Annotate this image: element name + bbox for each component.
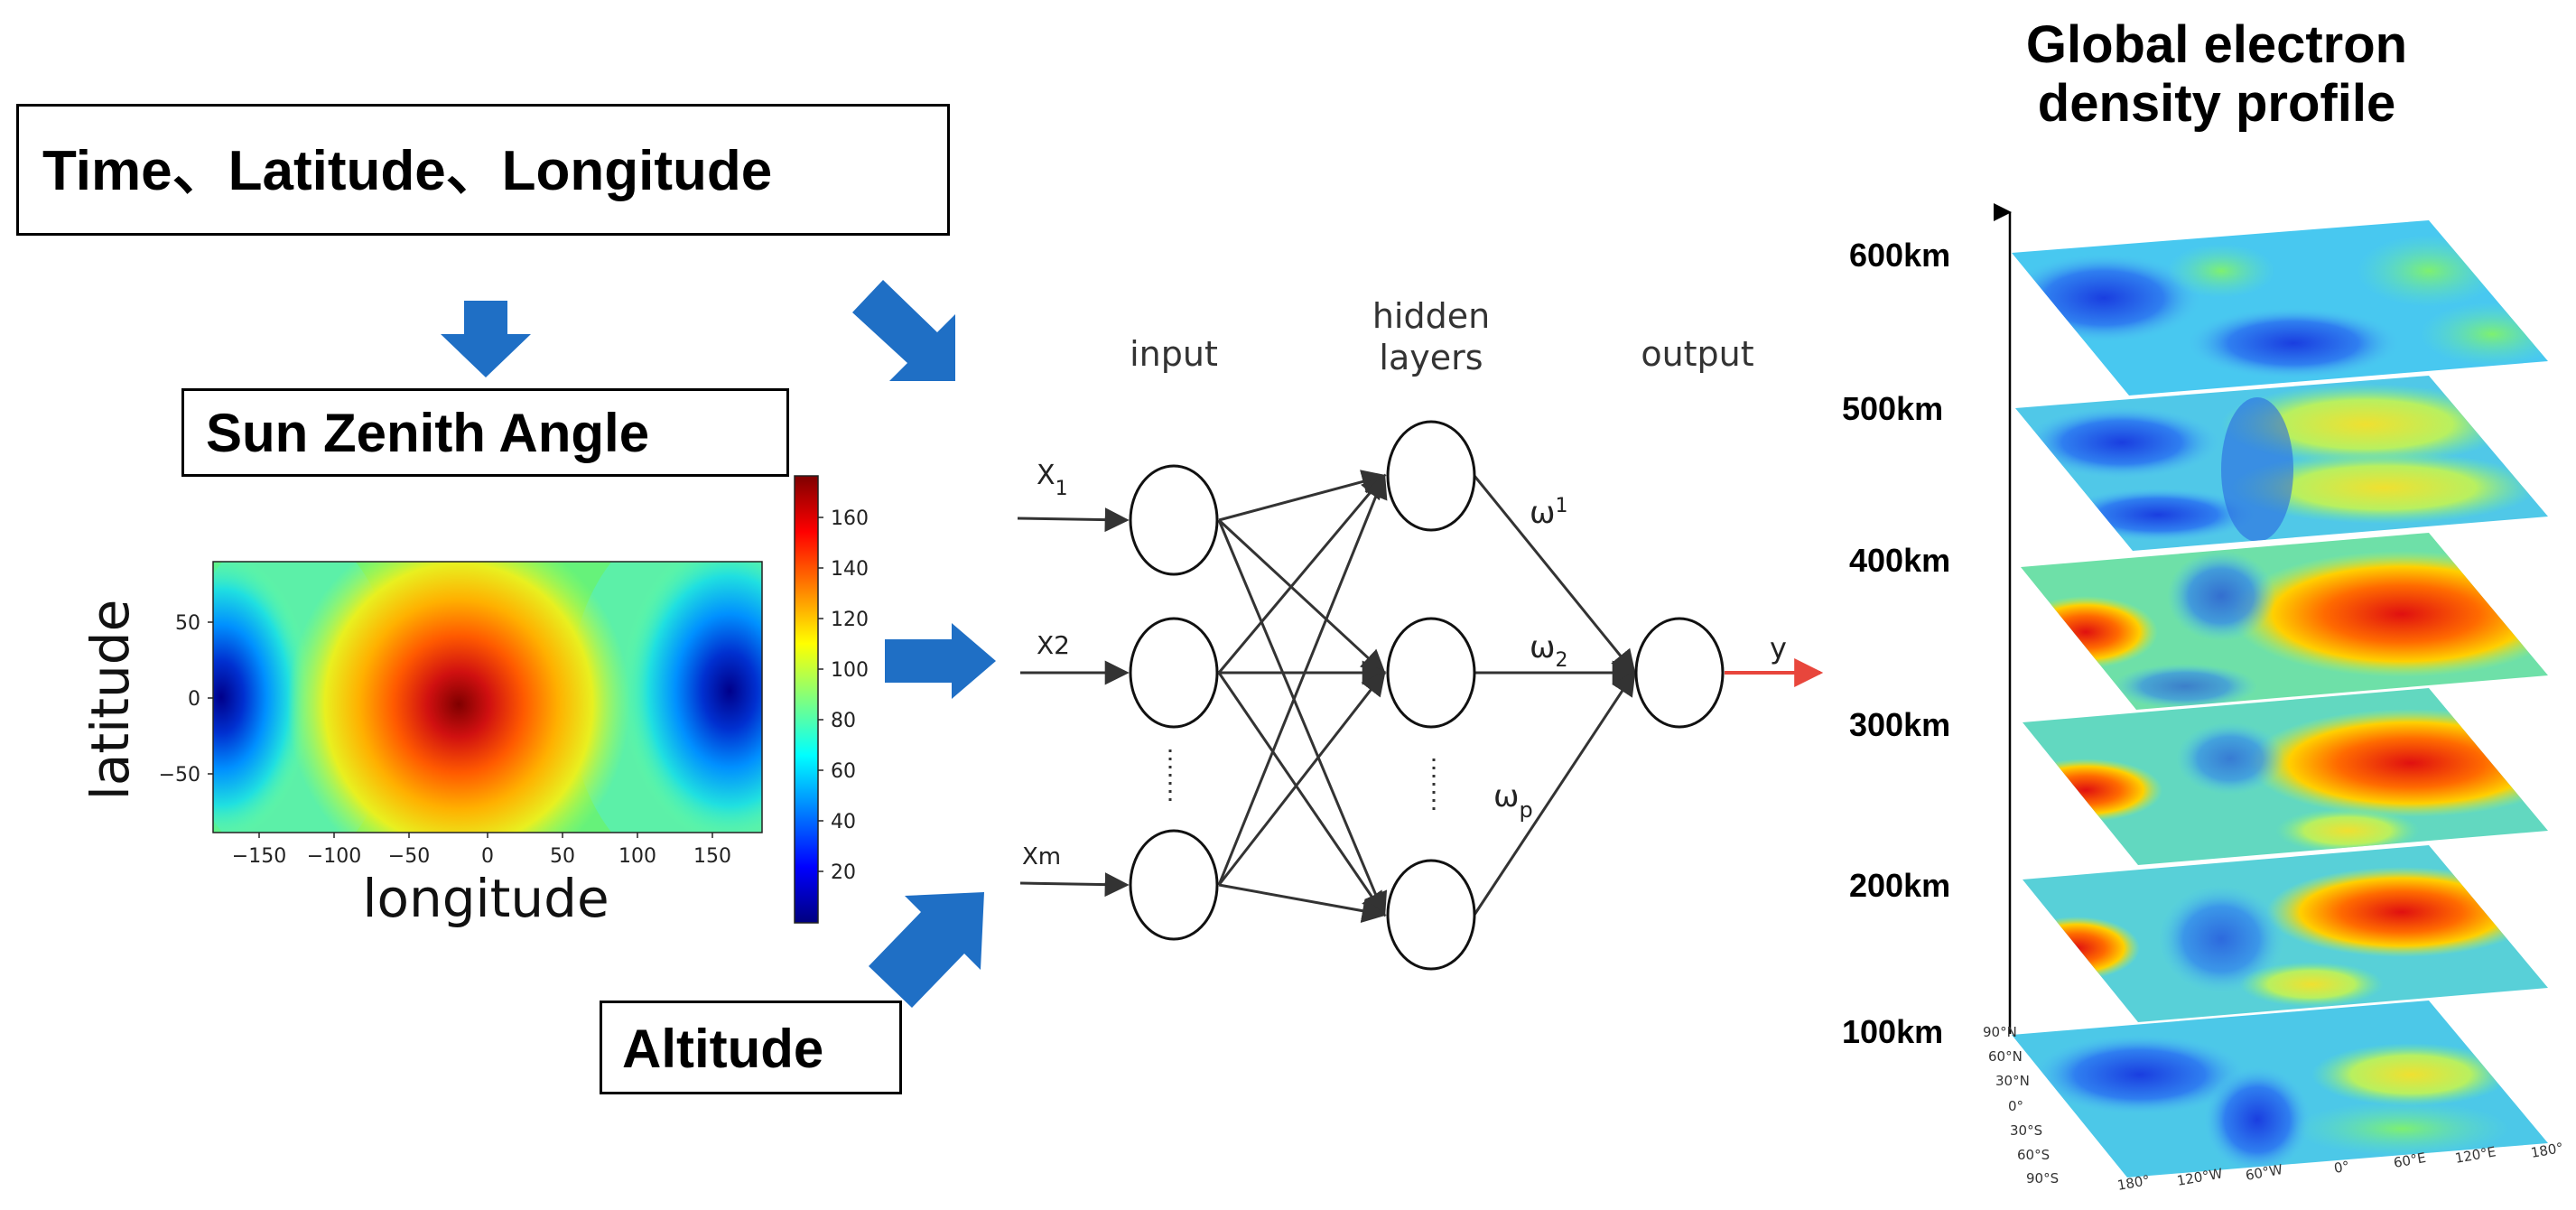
- flow-arrows: [441, 280, 996, 1008]
- colorbar-tick: 160: [831, 507, 869, 530]
- omegap-symbol: ωp: [1493, 778, 1533, 823]
- hidden-node-2: [1386, 617, 1476, 729]
- colorbar-tick: 120: [831, 609, 869, 631]
- altitude-label-400: 400km: [1849, 542, 1951, 579]
- altitude-label-600: 600km: [1849, 237, 1951, 274]
- colorbar-tick: 60: [831, 760, 856, 783]
- sza-heatmap: [213, 562, 762, 833]
- input-variables-label: Time、Latitude、Longitude: [42, 140, 773, 202]
- ellipsis-dots: [1168, 749, 1436, 813]
- sza-x-axis-label: longitude: [362, 868, 609, 929]
- density-layer-400: [2021, 533, 2548, 710]
- sun-zenith-angle-label: Sun Zenith Angle: [206, 403, 650, 463]
- sza-xtick: −50: [388, 845, 430, 868]
- omega1-symbol: ω1: [1530, 495, 1567, 531]
- lat-tick: 60°N: [1988, 1048, 2023, 1065]
- colorbar-tick: 20: [831, 861, 856, 884]
- x1-symbol: X1: [1037, 460, 1068, 500]
- density-layer-500: [2015, 376, 2548, 551]
- lon-tick: 0°: [2333, 1158, 2351, 1177]
- input-node-2: [1129, 617, 1219, 729]
- y-symbol: y: [1770, 631, 1787, 666]
- down-arrow: [441, 301, 531, 377]
- x2-symbol: X2: [1037, 630, 1070, 660]
- output-node: [1634, 617, 1725, 729]
- right-arrow: [885, 623, 996, 699]
- profile-title: Global electron density profile: [2025, 15, 2408, 133]
- diagonal-arrow-up-right: [869, 892, 984, 1008]
- lat-tick-labels: 90°N 60°N 30°N 0° 30°S 60°S 90°S: [1983, 1024, 2059, 1187]
- sza-xtick: −100: [307, 845, 361, 868]
- altitude-label-200: 200km: [1849, 867, 1951, 904]
- network-connections: [1017, 470, 1637, 923]
- network-symbols: X1 X2 Xm ω1 ω2 ωp y: [1022, 460, 1787, 870]
- sza-x-ticks: [258, 833, 713, 838]
- network-nodes: [1129, 420, 1725, 971]
- sun-zenith-angle-box: Sun Zenith Angle: [181, 388, 789, 477]
- sza-colorbar: [794, 475, 819, 924]
- sza-y-ticks: [208, 621, 213, 775]
- colorbar-tick: 80: [831, 710, 856, 732]
- lon-tick: 180°: [2116, 1172, 2152, 1194]
- sza-x-tick-labels: −150 −100 −50 0 50 100 150: [232, 845, 731, 868]
- hidden-node-p: [1386, 859, 1476, 971]
- density-layer-600: [2012, 220, 2548, 396]
- lat-tick: 60°S: [2017, 1147, 2050, 1163]
- sza-xtick: −150: [232, 845, 286, 868]
- input-node-m: [1129, 829, 1219, 941]
- diagonal-arrow-down-right: [852, 280, 955, 381]
- hidden-layers-label: hidden layers: [1372, 296, 1491, 377]
- density-layer-200: [2023, 845, 2548, 1022]
- lat-tick: 30°N: [1995, 1073, 2030, 1089]
- xm-symbol: Xm: [1022, 843, 1061, 870]
- sza-ytick: −50: [159, 764, 200, 786]
- sza-y-tick-labels: 50 0 −50: [159, 612, 200, 786]
- sza-xtick: 0: [481, 845, 494, 868]
- colorbar-ticks: [818, 517, 823, 872]
- altitude-label-500: 500km: [1842, 390, 1944, 427]
- altitude-label-300: 300km: [1849, 706, 1951, 743]
- density-layer-300: [2023, 688, 2548, 865]
- sza-xtick: 100: [618, 845, 656, 868]
- omega2-symbol: ω2: [1530, 629, 1567, 672]
- input-layer-label: input: [1130, 334, 1218, 374]
- lat-tick: 30°S: [2010, 1122, 2042, 1139]
- sza-ytick: 50: [175, 612, 200, 635]
- altitude-label-100: 100km: [1842, 1013, 1944, 1050]
- lat-tick: 90°N: [1983, 1024, 2017, 1040]
- sza-y-axis-label: latitude: [79, 600, 141, 801]
- input-variables-box: Time、Latitude、Longitude: [16, 104, 950, 236]
- colorbar-tick-labels: 160 140 120 100 80 60 40 20: [831, 507, 869, 884]
- colorbar-tick: 100: [831, 659, 869, 682]
- hidden-node-1: [1386, 420, 1476, 532]
- lat-tick: 0°: [2008, 1098, 2023, 1114]
- colorbar-tick: 140: [831, 558, 869, 581]
- altitude-label: Altitude: [622, 1019, 824, 1079]
- altitude-box: Altitude: [600, 1001, 902, 1094]
- sza-ytick: 0: [188, 688, 200, 711]
- output-layer-label: output: [1641, 334, 1754, 374]
- sza-xtick: 150: [693, 845, 731, 868]
- lat-tick: 90°S: [2026, 1170, 2059, 1187]
- lon-tick: 60°E: [2393, 1150, 2428, 1171]
- colorbar-tick: 40: [831, 811, 856, 833]
- sza-xtick: 50: [550, 845, 575, 868]
- density-layer-100: [2012, 1001, 2548, 1177]
- input-node-1: [1129, 464, 1219, 576]
